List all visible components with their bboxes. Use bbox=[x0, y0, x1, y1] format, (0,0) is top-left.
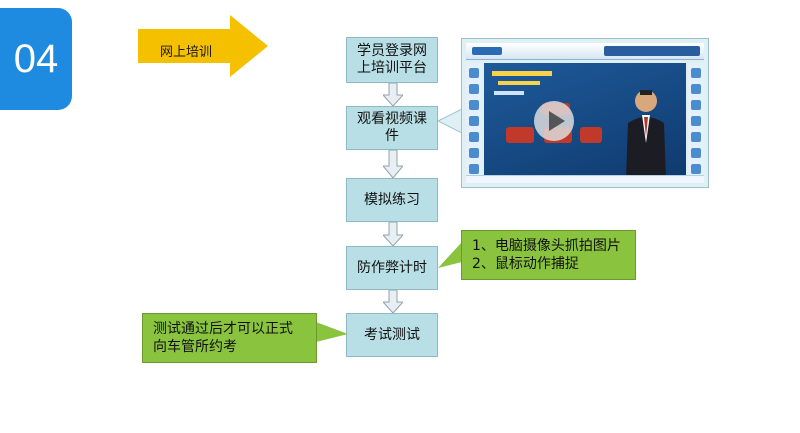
down-arrow-4 bbox=[383, 290, 403, 313]
arrow-shape bbox=[138, 15, 268, 77]
exam-note-line-1: 测试通过后才可以正式 bbox=[153, 321, 293, 337]
step-practice: 模拟练习 bbox=[346, 178, 438, 222]
down-arrow-2 bbox=[383, 150, 403, 178]
training-arrow-label: 网上培训 bbox=[160, 45, 213, 60]
anti-cheat-note: 1、电脑摄像头抓拍图片 2、鼠标动作捕捉 bbox=[461, 230, 636, 280]
video-course-screenshot bbox=[461, 38, 709, 188]
step-exam: 考试测试 bbox=[346, 313, 438, 357]
anti-cheat-note-line-2: 2、鼠标动作捕捉 bbox=[472, 256, 579, 272]
lecturer-figure bbox=[626, 90, 666, 179]
down-arrow-1 bbox=[383, 83, 403, 106]
down-arrow-3 bbox=[383, 222, 403, 246]
step-login: 学员登录网上培训平台 bbox=[346, 37, 438, 83]
step-anti-cheat-timer: 防作弊计时 bbox=[346, 246, 438, 290]
screenshot-title-bar bbox=[604, 46, 700, 56]
step-watch-video-label: 观看视频课件 bbox=[357, 111, 427, 144]
screenshot-video-area bbox=[484, 63, 686, 179]
step-exam-label: 考试测试 bbox=[364, 326, 420, 343]
play-icon bbox=[534, 101, 574, 141]
screenshot-header bbox=[466, 43, 704, 60]
anti-cheat-note-line-1: 1、电脑摄像头抓拍图片 bbox=[472, 238, 621, 254]
exam-note: 测试通过后才可以正式 向车管所约考 bbox=[142, 313, 317, 363]
screenshot-player-controls bbox=[466, 175, 704, 183]
training-arrow-tag: 网上培训 bbox=[138, 15, 268, 77]
step-login-label: 学员登录网上培训平台 bbox=[357, 43, 427, 76]
step-watch-video: 观看视频课件 bbox=[346, 106, 438, 150]
section-number-badge: 04 bbox=[0, 8, 72, 110]
screenshot-logo bbox=[472, 47, 502, 55]
callout-pointer-video bbox=[438, 108, 464, 134]
exam-note-line-2: 向车管所约考 bbox=[153, 339, 237, 355]
step-anti-cheat-label: 防作弊计时 bbox=[357, 259, 427, 276]
section-number: 04 bbox=[13, 36, 59, 81]
screenshot-right-toolbar bbox=[688, 63, 704, 177]
callout-pointer-exam bbox=[316, 322, 348, 342]
callout-pointer-anti-cheat bbox=[438, 242, 462, 268]
screenshot-left-toolbar bbox=[466, 63, 482, 177]
step-practice-label: 模拟练习 bbox=[364, 191, 420, 208]
